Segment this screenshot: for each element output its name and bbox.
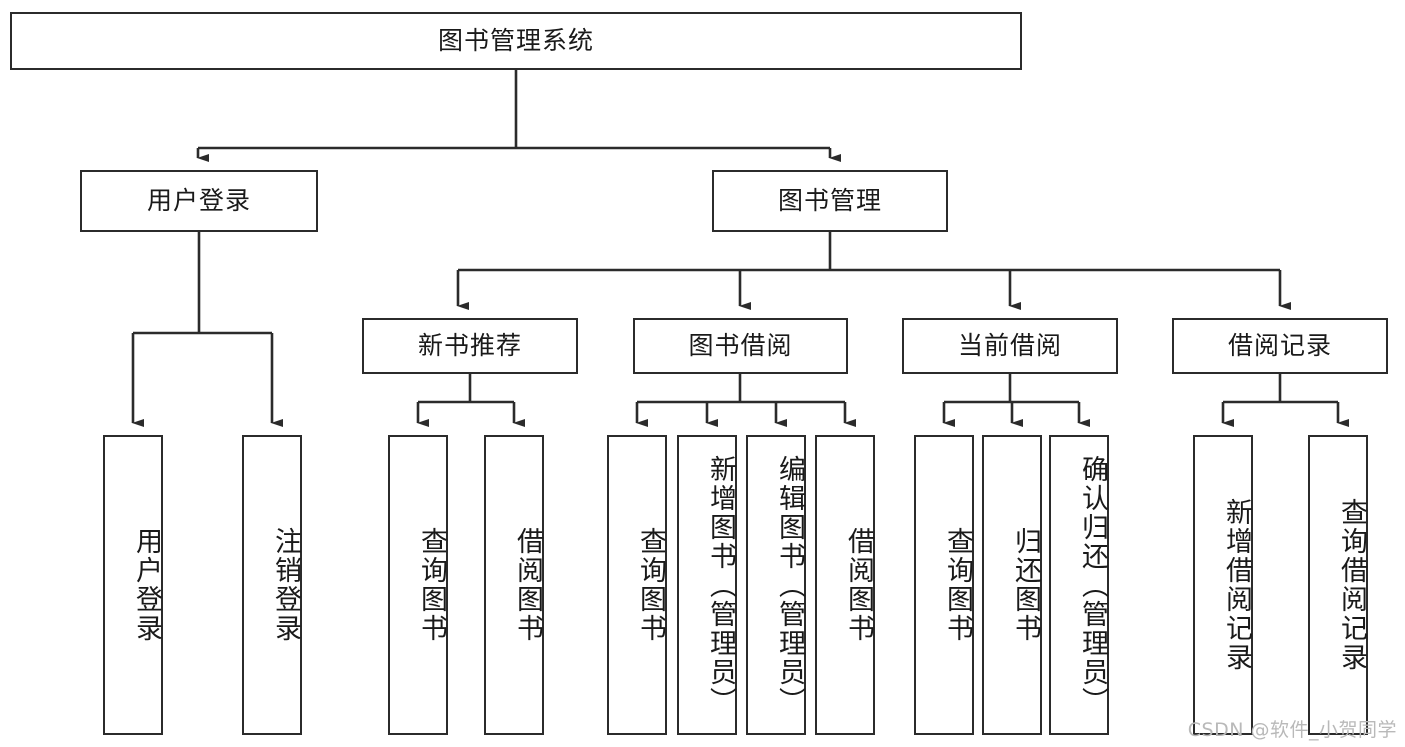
node-leaf-edit-book-admin-label: 编辑图书（管理员） xyxy=(774,454,805,716)
node-user-login[interactable]: 用户登录 xyxy=(80,170,318,232)
node-book-borrow[interactable]: 图书借阅 xyxy=(633,318,848,374)
node-leaf-query-book-current-label: 查询图书 xyxy=(942,527,973,643)
node-current-borrow-label: 当前借阅 xyxy=(957,331,1062,361)
node-borrow-record[interactable]: 借阅记录 xyxy=(1172,318,1388,374)
node-new-book-rec[interactable]: 新书推荐 xyxy=(362,318,578,374)
node-leaf-edit-book-admin[interactable]: 编辑图书（管理员） xyxy=(746,435,806,735)
node-book-borrow-label: 图书借阅 xyxy=(688,331,793,361)
node-user-login-label: 用户登录 xyxy=(146,186,251,216)
node-root-label: 图书管理系统 xyxy=(437,26,594,56)
node-leaf-borrow-book-rec[interactable]: 借阅图书 xyxy=(484,435,544,735)
node-book-manage-label: 图书管理 xyxy=(777,186,882,216)
node-leaf-query-book-rec[interactable]: 查询图书 xyxy=(388,435,448,735)
node-leaf-confirm-return-admin[interactable]: 确认归还（管理员） xyxy=(1049,435,1109,735)
node-current-borrow[interactable]: 当前借阅 xyxy=(902,318,1118,374)
node-leaf-query-book-borrow[interactable]: 查询图书 xyxy=(607,435,667,735)
node-leaf-user-logout-label: 注销登录 xyxy=(270,527,301,643)
node-leaf-user-login[interactable]: 用户登录 xyxy=(103,435,163,735)
node-borrow-record-label: 借阅记录 xyxy=(1227,331,1332,361)
node-leaf-return-book-label: 归还图书 xyxy=(1010,527,1041,643)
node-leaf-add-borrow-record[interactable]: 新增借阅记录 xyxy=(1193,435,1253,735)
node-leaf-borrow-book-rec-label: 借阅图书 xyxy=(512,527,543,643)
node-leaf-user-login-label: 用户登录 xyxy=(131,527,162,643)
node-leaf-confirm-return-admin-label: 确认归还（管理员） xyxy=(1077,454,1108,716)
node-leaf-query-book-borrow-label: 查询图书 xyxy=(635,527,666,643)
node-leaf-query-borrow-record[interactable]: 查询借阅记录 xyxy=(1308,435,1368,735)
node-leaf-query-book-current[interactable]: 查询图书 xyxy=(914,435,974,735)
node-leaf-borrow-book-label: 借阅图书 xyxy=(843,527,874,643)
node-root[interactable]: 图书管理系统 xyxy=(10,12,1022,70)
node-new-book-rec-label: 新书推荐 xyxy=(417,331,522,361)
node-leaf-borrow-book[interactable]: 借阅图书 xyxy=(815,435,875,735)
node-leaf-add-borrow-record-label: 新增借阅记录 xyxy=(1221,498,1252,672)
node-leaf-query-book-rec-label: 查询图书 xyxy=(416,527,447,643)
node-leaf-user-logout[interactable]: 注销登录 xyxy=(242,435,302,735)
watermark: CSDN @软件_小贺同学 xyxy=(1187,719,1397,741)
node-leaf-add-book-admin[interactable]: 新增图书（管理员） xyxy=(677,435,737,735)
node-book-manage[interactable]: 图书管理 xyxy=(712,170,948,232)
node-leaf-add-book-admin-label: 新增图书（管理员） xyxy=(705,454,736,716)
node-leaf-query-borrow-record-label: 查询借阅记录 xyxy=(1336,498,1367,672)
node-leaf-return-book[interactable]: 归还图书 xyxy=(982,435,1042,735)
